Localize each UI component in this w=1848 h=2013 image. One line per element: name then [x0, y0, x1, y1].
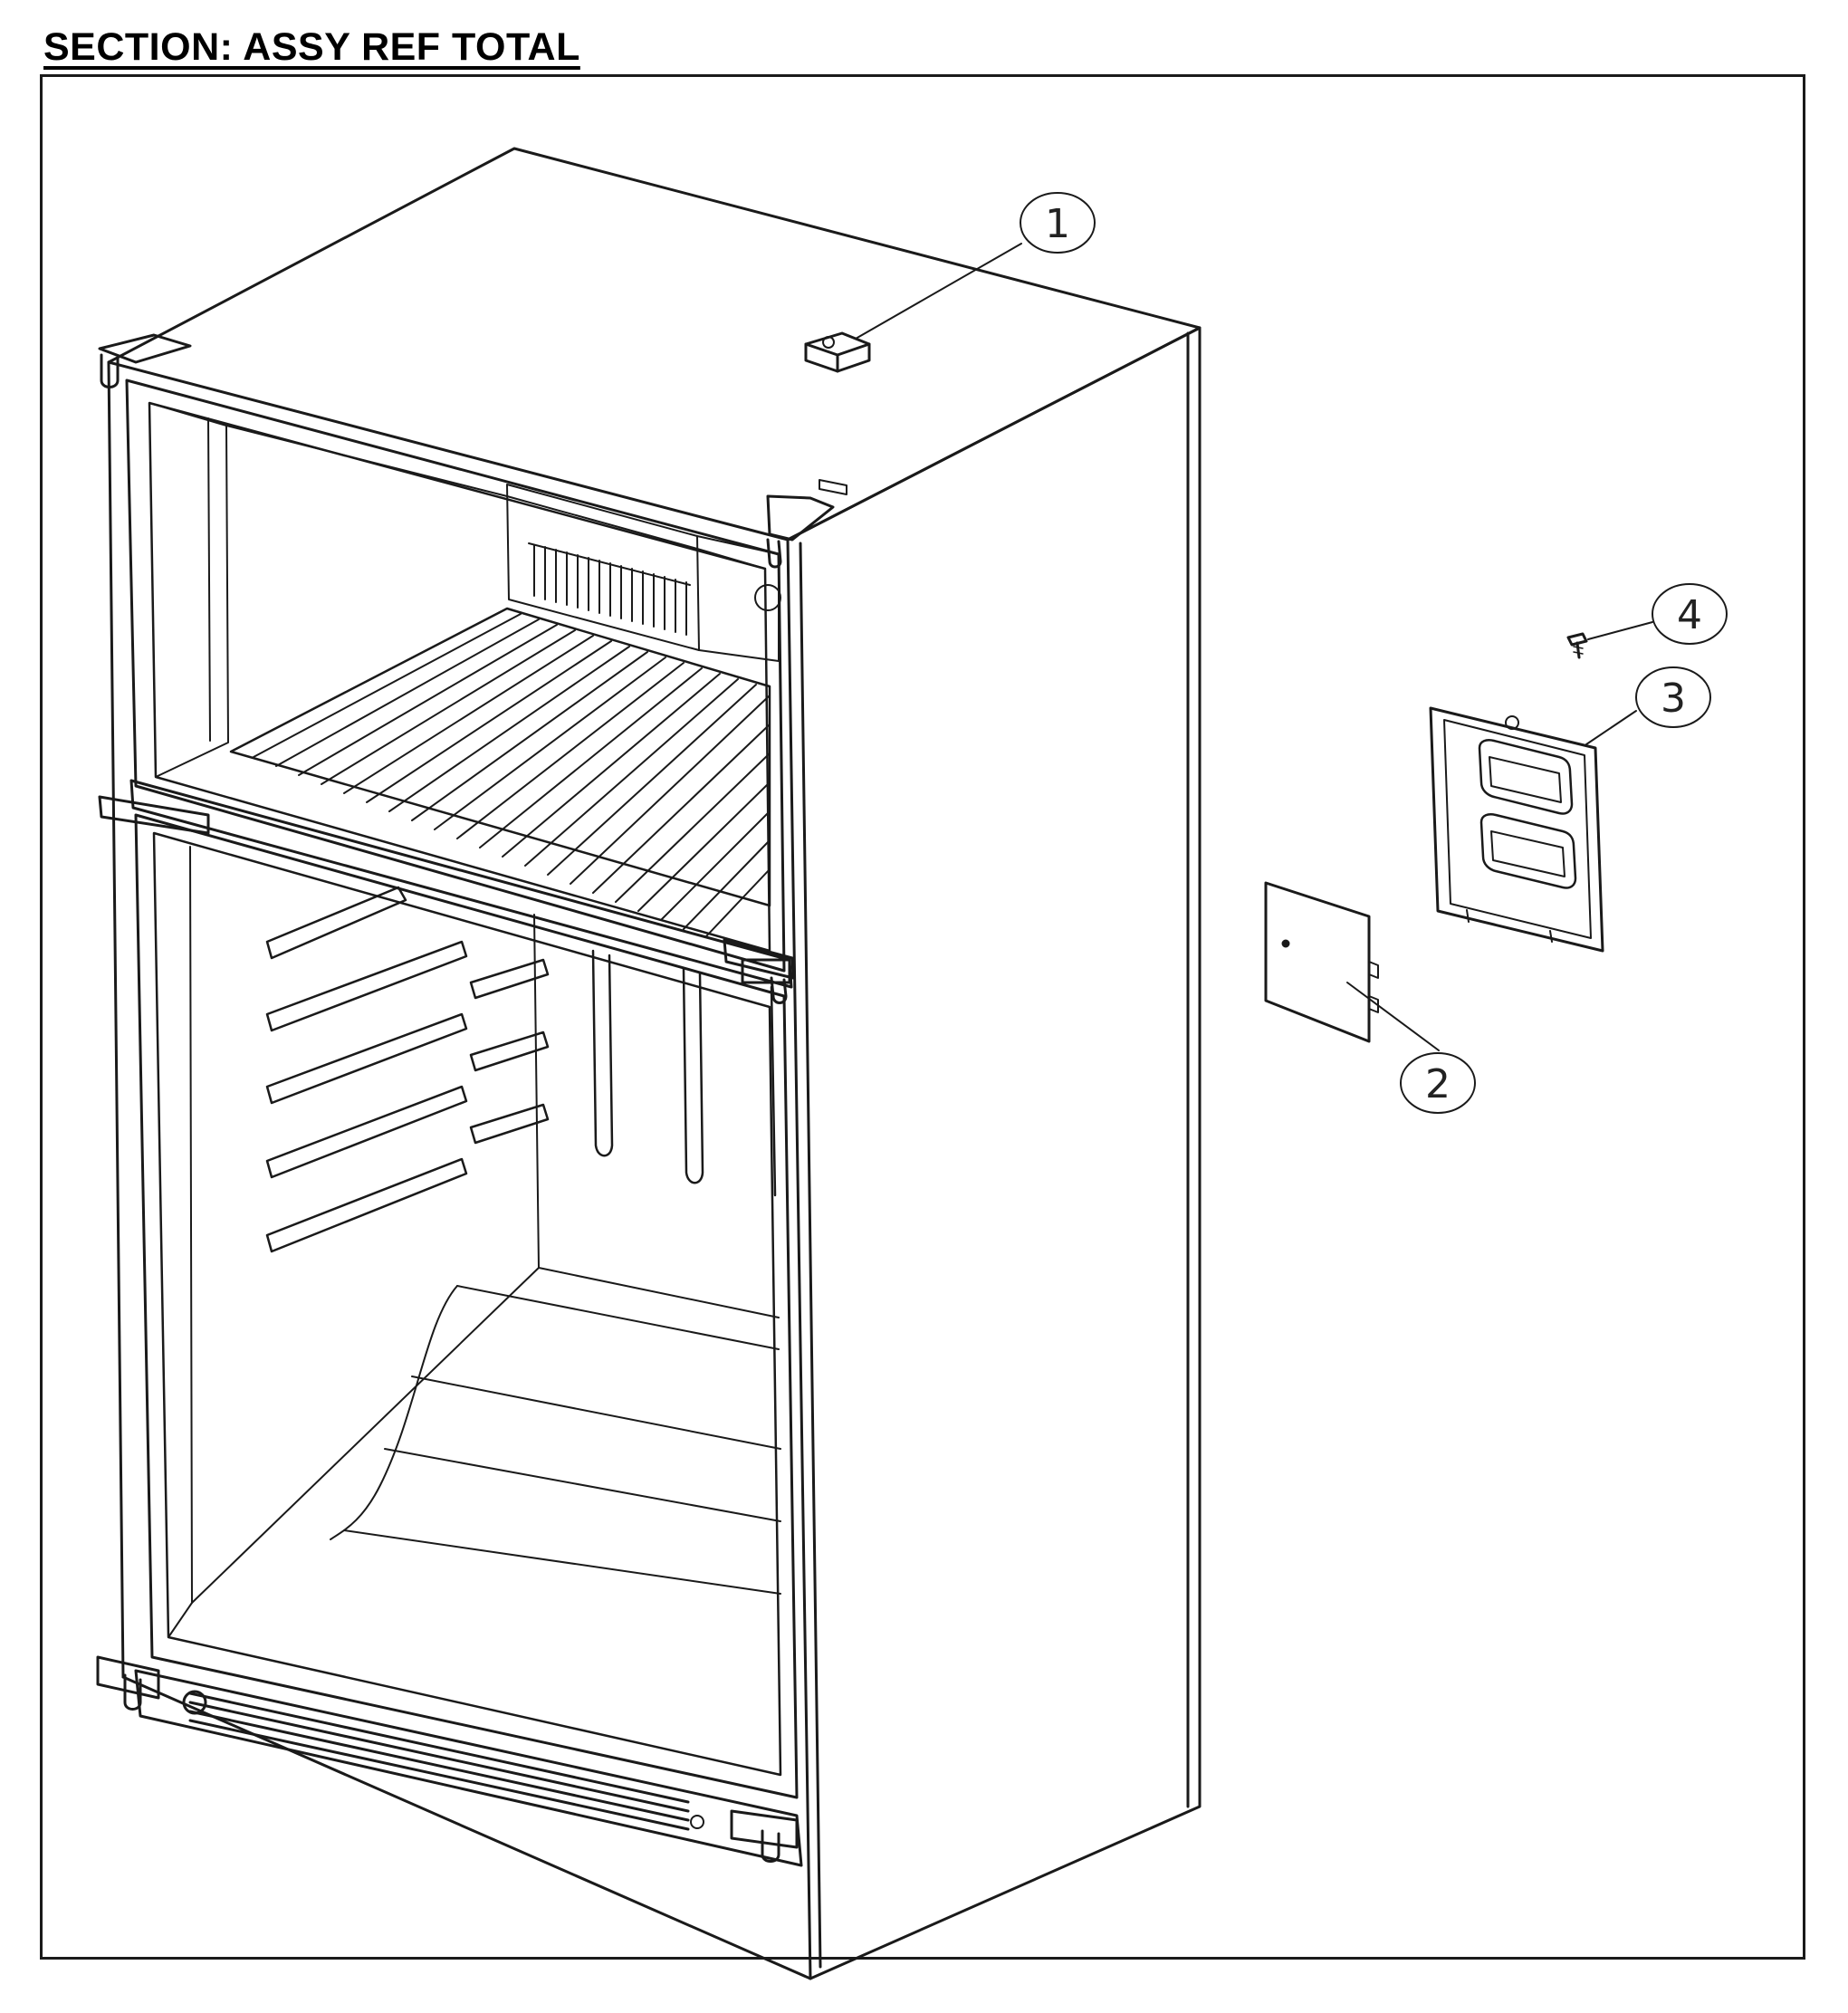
callout-3-bubble — [1635, 666, 1711, 728]
callout-3-label: 3 — [1661, 676, 1686, 722]
fresh-food-compartment — [134, 813, 799, 1799]
base-grille — [134, 1669, 803, 1867]
part-3-frame — [1429, 706, 1604, 953]
part-2-cover-plate — [1264, 881, 1379, 1043]
part-1-hinge-cover — [804, 331, 871, 373]
callout-1-bubble — [1020, 192, 1096, 254]
callout-bubbles — [1020, 192, 1728, 1114]
hinges-and-feet — [96, 333, 847, 1863]
section-title: SECTION: ASSY REF TOTAL — [43, 25, 580, 69]
leader-lines — [855, 243, 1653, 1051]
callout-2-label: 2 — [1425, 1061, 1451, 1107]
callout-4-label: 4 — [1677, 592, 1702, 638]
refrigerator-cabinet — [107, 147, 1202, 1980]
callout-2-bubble — [1400, 1052, 1476, 1114]
callout-1-label: 1 — [1045, 201, 1070, 247]
freezer-compartment — [125, 379, 786, 973]
callout-4-bubble — [1652, 583, 1728, 645]
center-mullion — [98, 779, 795, 989]
part-4-screw — [1566, 632, 1588, 659]
drawing-frame — [40, 74, 1805, 1960]
